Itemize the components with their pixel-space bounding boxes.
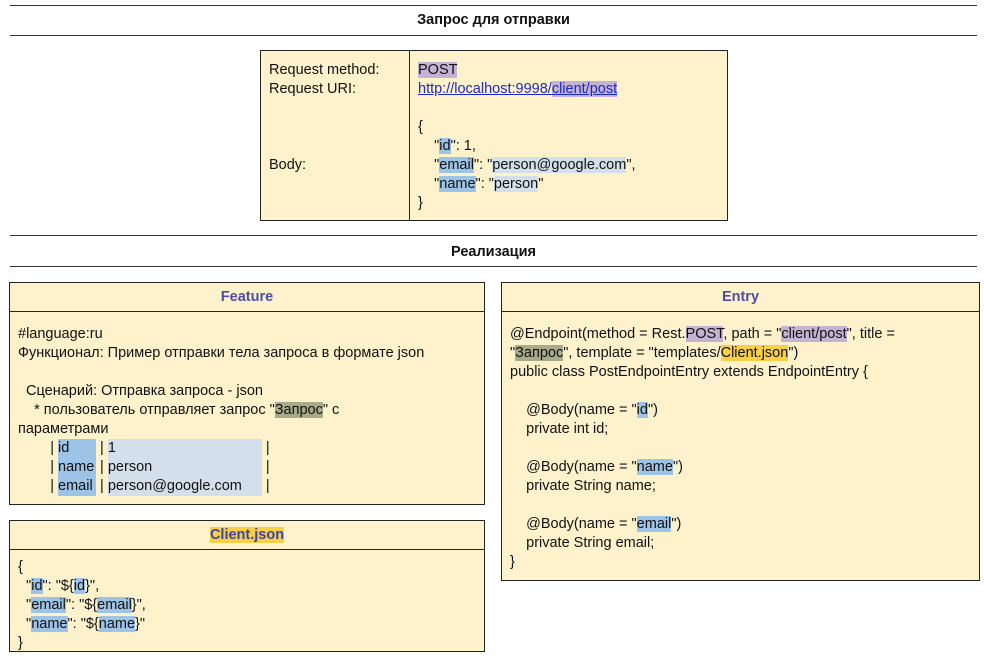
client-json-email-key: email — [31, 597, 66, 613]
feature-line-functional: Функционал: Пример отправки тела запроса… — [18, 345, 425, 361]
uri-path-highlight: client/post — [551, 81, 618, 97]
divider-top — [10, 5, 977, 6]
body-email-key: email — [439, 157, 474, 173]
client-json-close: } — [18, 635, 23, 651]
field-annotation-prefix: @Body(name = " — [526, 516, 637, 532]
client-json-id-key: id — [31, 578, 43, 594]
annotation-path-prefix: , path = " — [723, 326, 782, 342]
body-name-line: "name": "person" — [418, 176, 544, 192]
entry-panel-title: Entry — [502, 283, 979, 312]
entry-annotation-line1: @Endpoint(method = Rest.POST, path = "cl… — [510, 325, 895, 344]
request-values: POST http://localhost:9998/client/post {… — [410, 51, 727, 220]
feature-table-row: | name | person | — [18, 458, 270, 477]
field-declaration: private int id; — [526, 421, 609, 437]
client-json-name-var: name — [98, 616, 136, 632]
body-open-brace: { — [418, 119, 423, 135]
step-prefix: * пользователь отправляет запрос " — [18, 402, 275, 418]
annotation-template-highlight: Client.json — [720, 345, 789, 361]
client-json-open: { — [18, 559, 23, 575]
feature-panel: Feature #language:ru Функционал: Пример … — [9, 282, 485, 505]
client-json-name-line: "name": "${name}" — [18, 616, 146, 632]
entry-field-annotation-id: @Body(name = "id") — [510, 401, 658, 420]
method-highlight: POST — [418, 62, 458, 78]
row-value-id: 1 — [107, 439, 262, 458]
client-json-email-line: "email": "${email}", — [18, 597, 146, 613]
entry-field-decl-name: private String name; — [510, 477, 656, 496]
request-table: Request method: Request URI: Body: POST … — [260, 50, 728, 221]
request-uri-value[interactable]: http://localhost:9998/client/post — [418, 80, 618, 99]
feature-line-language: #language:ru — [18, 326, 103, 342]
row-value-email: person@google.com — [107, 477, 262, 496]
step-suffix: " с — [322, 402, 340, 418]
request-method-value: POST — [418, 61, 458, 80]
feature-table-row: | id | 1 | — [18, 439, 270, 458]
body-name-key: name — [439, 176, 476, 192]
divider-impl-bottom — [10, 266, 977, 267]
annotation-end: ") — [788, 345, 799, 361]
implementation-section-title: Реализация — [451, 244, 536, 260]
feature-panel-title: Feature — [10, 283, 484, 312]
body-id-key: id — [439, 138, 451, 154]
entry-class-declaration: public class PostEndpointEntry extends E… — [510, 364, 868, 380]
entry-panel: Entry @Endpoint(method = Rest.POST, path… — [501, 282, 980, 581]
body-email-line: "email": "person@google.com", — [418, 157, 636, 173]
request-labels: Request method: Request URI: Body: — [261, 51, 410, 220]
annotation-title-prefix: ", title = — [846, 326, 895, 342]
row-key-email: email — [58, 477, 97, 496]
divider-impl-top — [10, 235, 977, 236]
entry-field-decl-id: private int id; — [510, 420, 608, 439]
client-json-id-var: id — [73, 578, 86, 594]
entry-close-brace: } — [510, 554, 515, 570]
field-name-email-highlight: email — [636, 516, 672, 532]
entry-field-decl-email: private String email; — [510, 534, 654, 553]
body-close-brace: } — [418, 195, 423, 211]
request-body-label: Body: — [269, 157, 307, 173]
entry-annotation-line2: "Запрос", template = "templates/Client.j… — [510, 345, 799, 361]
row-key-name: name — [58, 458, 97, 477]
field-declaration: private String name; — [526, 478, 656, 494]
row-key-id: id — [58, 439, 97, 458]
row-value-name: person — [107, 458, 262, 477]
body-name-value: person — [493, 176, 539, 192]
request-uri-label: Request URI: — [269, 81, 357, 97]
annotation-title-highlight: Запрос — [515, 345, 564, 361]
field-annotation-prefix: @Body(name = " — [526, 459, 637, 475]
step-request-highlight: Запрос — [274, 402, 323, 418]
feature-line-step: * пользователь отправляет запрос "Запрос… — [18, 401, 339, 420]
annotation-template-prefix: ", template = "templates/ — [563, 345, 721, 361]
field-declaration: private String email; — [526, 535, 655, 551]
body-id-line: "id": 1, — [418, 138, 476, 154]
annotation-start: @Endpoint(method = Rest. — [510, 326, 686, 342]
entry-field-annotation-email: @Body(name = "email") — [510, 515, 681, 534]
field-annotation-suffix: ") — [647, 402, 658, 418]
request-section-title: Запрос для отправки — [417, 12, 570, 28]
body-email-value: person@google.com — [492, 157, 627, 173]
feature-line-scenario: Сценарий: Отправка запроса - json — [18, 383, 263, 399]
client-json-id-line: "id": "${id}", — [18, 578, 100, 594]
divider-request-bottom — [10, 35, 977, 36]
feature-line-params: параметрами — [18, 421, 109, 437]
request-uri-link[interactable]: http://localhost:9998/client/post — [418, 81, 618, 97]
client-json-panel: Client.json { "id": "${id}", "email": "$… — [9, 520, 485, 652]
body-id-value: : 1, — [455, 138, 476, 154]
field-annotation-suffix: ") — [671, 516, 682, 532]
client-json-title: Client.json — [10, 521, 484, 550]
request-method-label: Request method: — [269, 62, 380, 78]
field-name-name-highlight: name — [636, 459, 673, 475]
entry-field-annotation-name: @Body(name = "name") — [510, 458, 683, 477]
annotation-method-highlight: POST — [685, 326, 724, 342]
field-annotation-suffix: ") — [672, 459, 683, 475]
field-annotation-prefix: @Body(name = " — [526, 402, 637, 418]
client-json-email-var: email — [97, 597, 132, 613]
annotation-path-highlight: client/post — [781, 326, 847, 342]
field-name-id-highlight: id — [636, 402, 648, 418]
uri-prefix: http://localhost:9998/ — [418, 81, 552, 97]
feature-table-row: | email | person@google.com | — [18, 477, 270, 496]
client-json-name-key: name — [31, 616, 68, 632]
client-json-title-highlight: Client.json — [209, 527, 285, 543]
